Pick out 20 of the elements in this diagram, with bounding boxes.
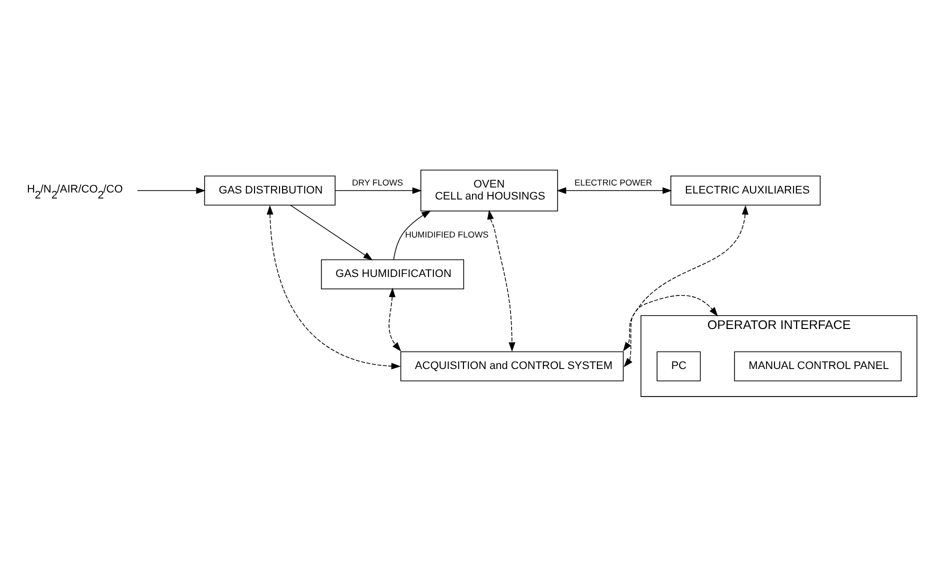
arrow — [393, 210, 432, 260]
node-box: GAS HUMIDIFICATION — [320, 259, 464, 290]
arrow — [136, 187, 206, 194]
edge-label: HUMIDIFIED FLOWS — [405, 230, 488, 240]
node-box: ACQUISITION and CONTROL SYSTEM — [400, 351, 624, 382]
arrow — [335, 187, 422, 194]
node-box: ELECTRIC AUXILIARIES — [670, 176, 821, 206]
arrow — [290, 204, 373, 260]
arrow — [388, 288, 402, 352]
arrow — [623, 205, 748, 352]
node-box: GAS DISTRIBUTION — [204, 176, 336, 206]
arrow — [624, 295, 718, 368]
edge-label: DRY FLOWS — [352, 178, 404, 188]
arrow — [487, 210, 516, 352]
edge-label: ELECTRIC POWER — [574, 178, 652, 188]
arrow — [266, 205, 401, 370]
arrow — [556, 187, 672, 194]
node-box: PC — [656, 351, 701, 382]
node-box: OVEN CELL and HOUSINGS — [420, 170, 558, 212]
node-box: MANUAL CONTROL PANEL — [734, 351, 902, 382]
